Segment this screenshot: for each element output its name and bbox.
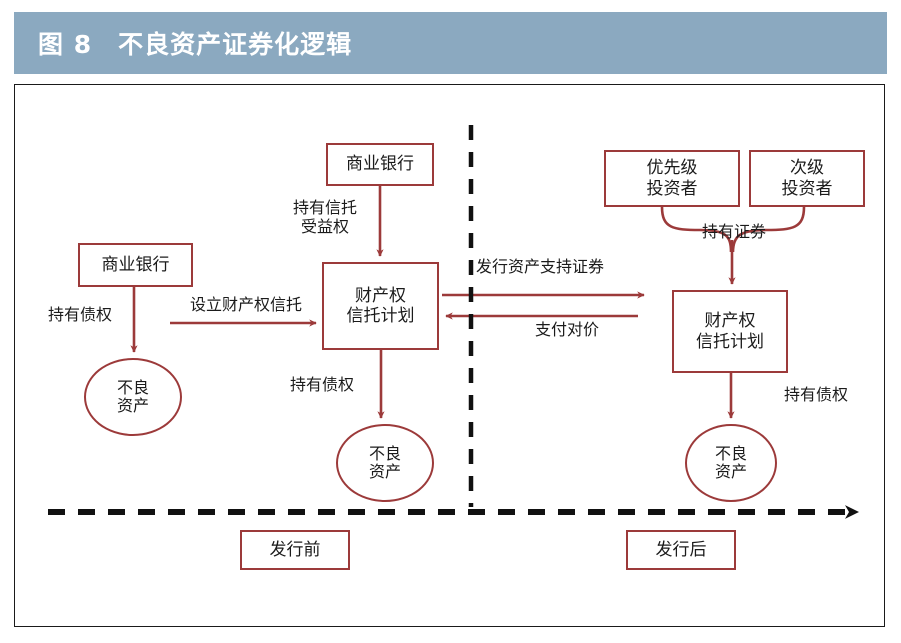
edge-junior-to-trust <box>731 206 806 253</box>
node-npa-left: 不良 资产 <box>84 358 182 436</box>
edge-senior-to-trust <box>660 206 733 253</box>
node-property-trust-plan-right: 财产权 信托计划 <box>672 290 788 373</box>
node-phase-after-issuance: 发行后 <box>626 530 736 570</box>
node-npa-right: 不良 资产 <box>685 424 777 502</box>
node-property-trust-plan-center: 财产权 信托计划 <box>322 262 439 350</box>
node-phase-before-issuance: 发行前 <box>240 530 350 570</box>
node-senior-investor: 优先级 投资者 <box>604 150 740 207</box>
label-setup-property-trust: 设立财产权信托 <box>189 295 302 314</box>
label-pay-consideration: 支付对价 <box>534 320 599 339</box>
figure-title-bar: 图 8 不良资产证券化逻辑 <box>14 12 887 74</box>
node-commercial-bank-center: 商业银行 <box>326 143 434 186</box>
label-hold-trust-beneficiary: 持有信托 受益权 <box>292 198 357 237</box>
label-hold-claim-left: 持有债权 <box>47 305 112 324</box>
node-commercial-bank-left: 商业银行 <box>78 243 193 287</box>
node-junior-investor: 次级 投资者 <box>749 150 865 207</box>
label-issue-abs: 发行资产支持证券 <box>476 257 605 276</box>
node-npa-center: 不良 资产 <box>336 424 434 502</box>
label-hold-securities: 持有证券 <box>701 222 766 241</box>
label-hold-claim-right: 持有债权 <box>783 385 848 404</box>
label-hold-claim-center: 持有债权 <box>289 375 354 394</box>
page-title: 图 8 不良资产证券化逻辑 <box>38 30 353 59</box>
